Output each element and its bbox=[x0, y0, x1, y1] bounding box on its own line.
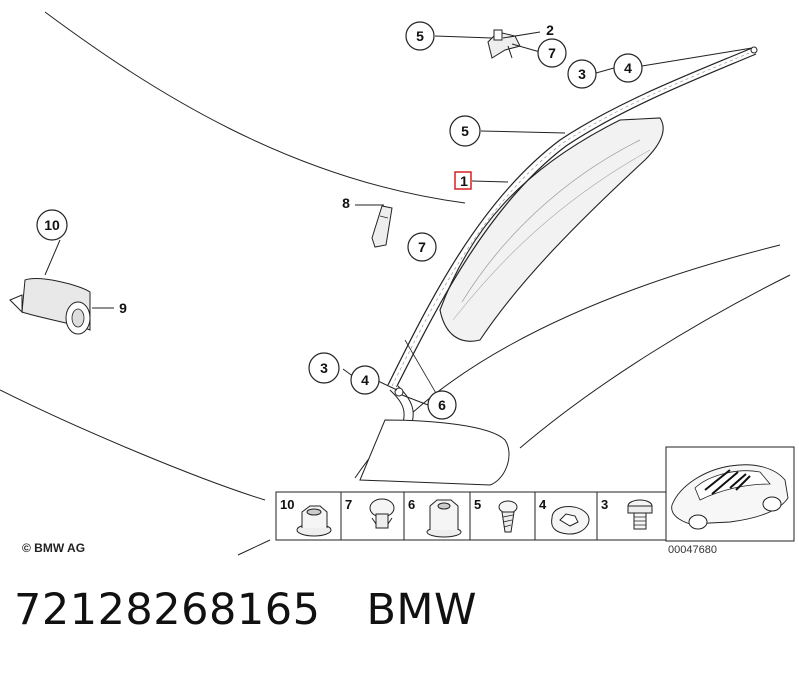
callout-3-top: 3 bbox=[578, 66, 586, 82]
screw-icon bbox=[498, 500, 518, 533]
callout-6: 6 bbox=[438, 397, 446, 413]
strip-label-10: 10 bbox=[280, 497, 294, 512]
callout-10: 10 bbox=[44, 217, 60, 233]
callout-8: 8 bbox=[342, 195, 350, 211]
brand-label: BMW bbox=[366, 585, 478, 635]
strip-label-6: 6 bbox=[408, 497, 415, 512]
copyright-text: © BMW AG bbox=[22, 541, 86, 555]
strip-label-4: 4 bbox=[539, 497, 547, 512]
callout-3-bottom: 3 bbox=[320, 360, 328, 376]
strip-label-3: 3 bbox=[601, 497, 608, 512]
part-number: 72128268165 bbox=[14, 585, 321, 635]
parts-strip: 10 7 6 5 4 3 bbox=[275, 491, 667, 541]
clip-part-8 bbox=[371, 205, 393, 248]
callout-4-bottom: 4 bbox=[361, 372, 369, 388]
callouts: 5 2 7 3 4 5 1 8 7 10 9 3 4 6 bbox=[36, 21, 643, 420]
clip-part-2 bbox=[487, 29, 521, 59]
callout-4-top: 4 bbox=[624, 60, 632, 76]
hex-nut-icon bbox=[426, 499, 462, 538]
roof-outline bbox=[44, 11, 466, 204]
expanding-rivet-icon bbox=[369, 498, 395, 529]
strip-label-7: 7 bbox=[345, 497, 352, 512]
spring-clip-icon bbox=[551, 506, 590, 535]
strip-label-5: 5 bbox=[474, 497, 481, 512]
flange-nut-icon bbox=[296, 505, 332, 537]
car-thumbnail bbox=[665, 446, 795, 542]
callout-2: 2 bbox=[546, 22, 554, 38]
callout-1: 1 bbox=[460, 173, 468, 189]
image-id: 00047680 bbox=[668, 544, 717, 556]
caption: 72128268165 BMW bbox=[14, 585, 523, 635]
callout-7-top: 7 bbox=[548, 45, 556, 61]
body-outline-left bbox=[0, 389, 266, 501]
highlight-box-part-1 bbox=[454, 171, 472, 190]
callout-9: 9 bbox=[119, 300, 127, 316]
bolt-icon bbox=[627, 499, 653, 530]
leader-lines bbox=[44, 31, 753, 406]
callout-5-mid: 5 bbox=[461, 123, 469, 139]
curtain-airbag bbox=[387, 46, 758, 389]
callout-7-mid: 7 bbox=[418, 239, 426, 255]
trim-panel bbox=[359, 419, 510, 486]
grommet-part-9 bbox=[9, 278, 91, 335]
callout-5-top: 5 bbox=[416, 28, 424, 44]
